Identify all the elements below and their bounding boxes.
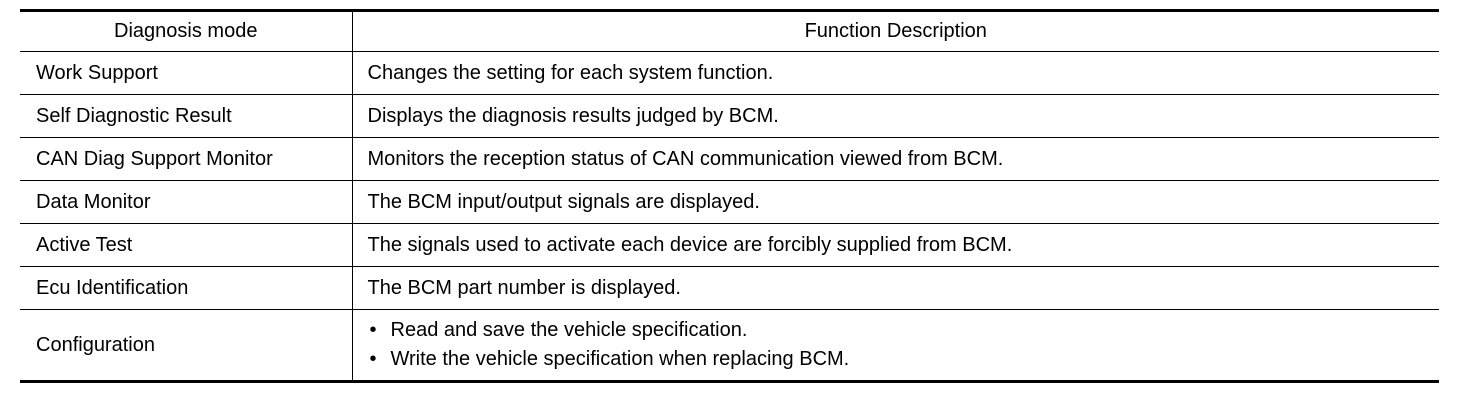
table-row: Data Monitor The BCM input/output signal… — [20, 180, 1439, 224]
mode-cell: Self Diagnostic Result — [20, 94, 353, 138]
table-row: Self Diagnostic Result Displays the diag… — [20, 94, 1439, 138]
description-cell: Monitors the reception status of CAN com… — [367, 147, 1004, 170]
mode-cell: Ecu Identification — [20, 266, 353, 310]
mode-cell: Work Support — [20, 51, 353, 95]
description-cell: The signals used to activate each device… — [367, 233, 1013, 256]
table-row: Ecu Identification The BCM part number i… — [20, 266, 1439, 310]
header-function-description: Function Description — [804, 20, 987, 42]
mode-cell: CAN Diag Support Monitor — [20, 137, 353, 181]
description-cell: Read and save the vehicle specification.… — [352, 310, 1439, 382]
header-diagnosis-mode: Diagnosis mode — [20, 10, 353, 52]
table-row: CAN Diag Support Monitor Monitors the re… — [20, 137, 1439, 181]
table-row: Work Support Changes the setting for eac… — [20, 51, 1439, 95]
mode-cell: Active Test — [20, 223, 353, 267]
diagnosis-mode-table: Diagnosis mode Function Description Work… — [20, 9, 1439, 383]
table-row: Active Test The signals used to activate… — [20, 223, 1439, 267]
description-cell: Changes the setting for each system func… — [367, 61, 774, 84]
description-cell: The BCM input/output signals are display… — [367, 190, 760, 213]
table-header-row: Diagnosis mode Function Description — [20, 10, 1439, 52]
table-row: Configuration Read and save the vehicle … — [20, 309, 1439, 382]
mode-cell: Configuration — [20, 309, 353, 382]
diagnosis-mode-table-container: Diagnosis mode Function Description Work… — [20, 9, 1439, 383]
bullet-item: Write the vehicle specification when rep… — [368, 345, 1440, 374]
mode-cell: Data Monitor — [20, 180, 353, 224]
description-cell: Displays the diagnosis results judged by… — [367, 104, 779, 127]
bullet-list: Read and save the vehicle specification.… — [368, 316, 1440, 374]
bullet-item: Read and save the vehicle specification. — [368, 316, 1440, 345]
description-cell: The BCM part number is displayed. — [367, 276, 681, 299]
